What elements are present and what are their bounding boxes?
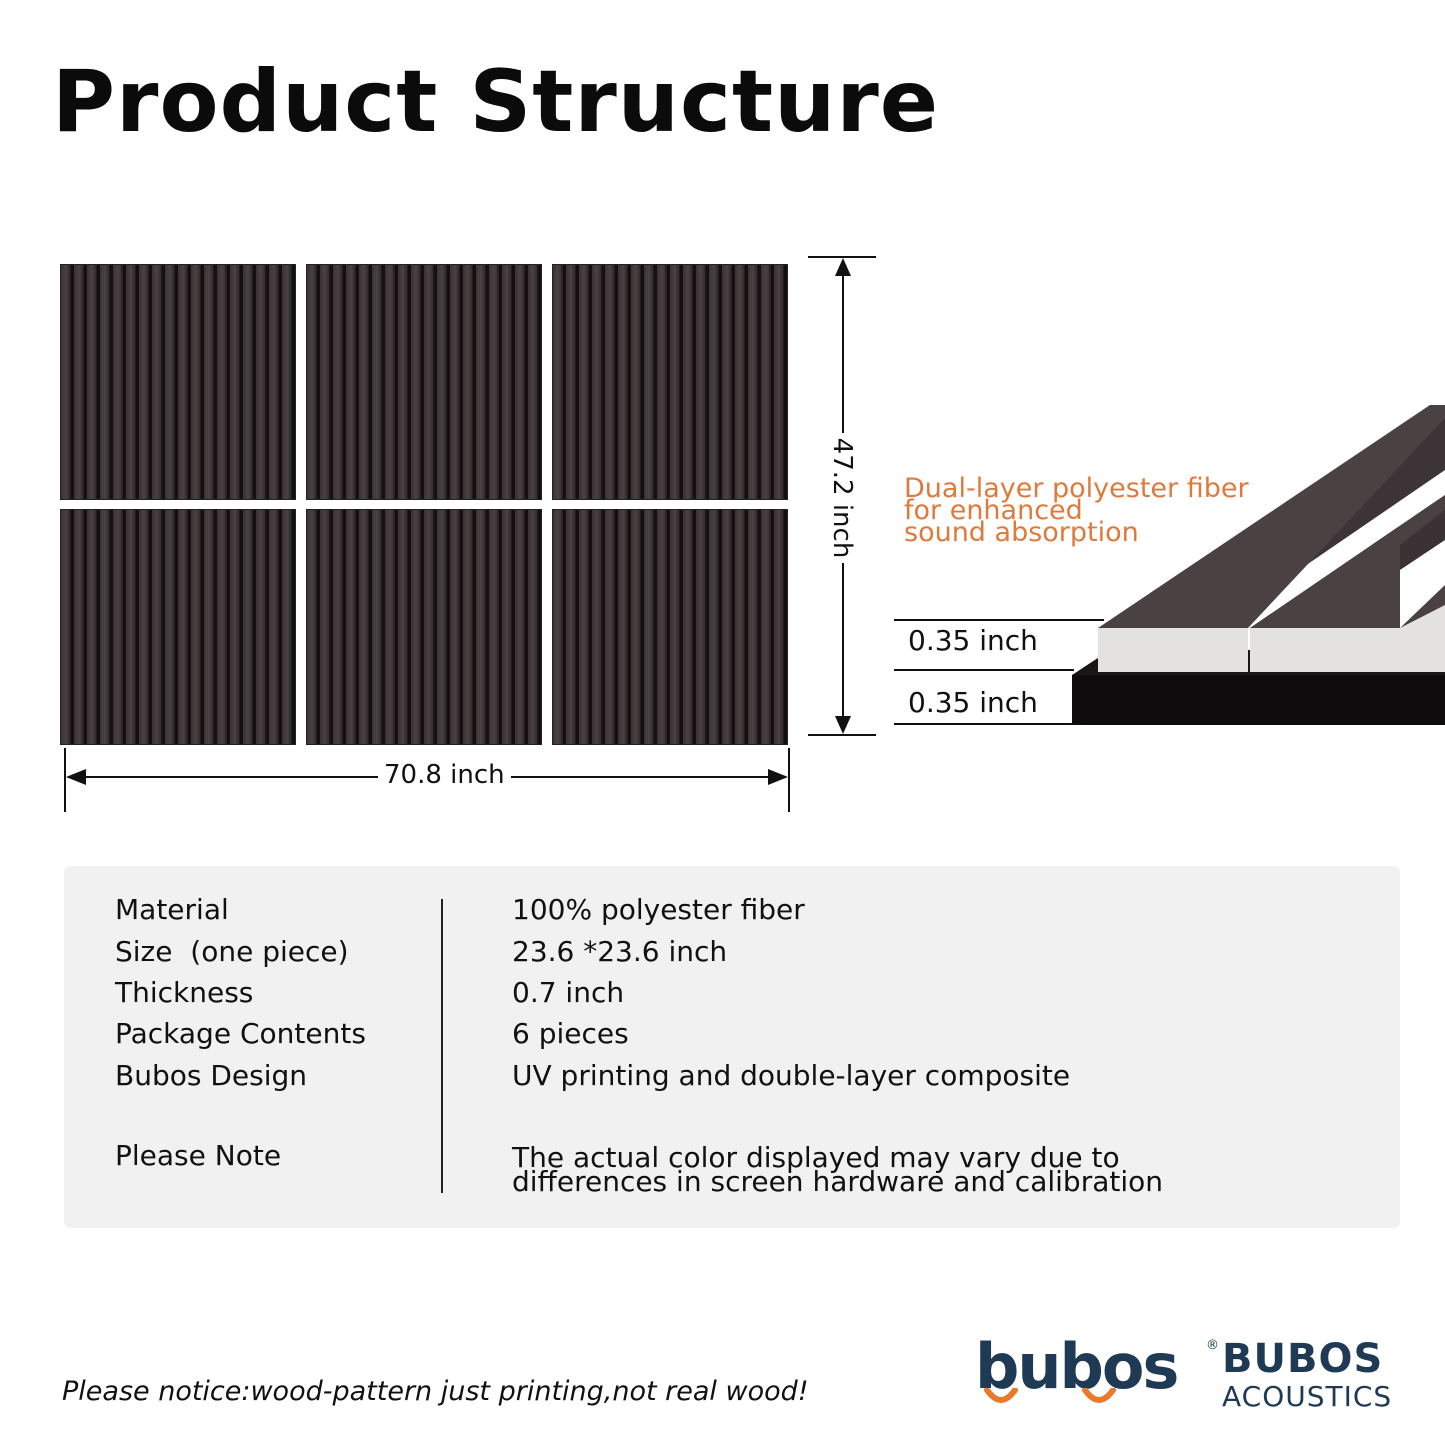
height-label: 47.2 inch [827,433,857,563]
spec-table [64,866,1400,1228]
spec-value: 100% polyester fiber [512,893,805,926]
footer-notice: Please notice:wood-pattern just printing… [62,1376,809,1407]
layer-top-label: 0.35 inch [908,624,1038,657]
spec-label: Material [115,893,229,926]
acoustic-panel [306,509,542,745]
acoustic-panel [552,509,788,745]
spec-value: 6 pieces [512,1017,629,1050]
spec-divider [441,899,443,1193]
logo-smile-icon [984,1388,1116,1403]
spec-label: Size (one piece) [115,935,349,968]
note-line: differences in screen hardware and calib… [512,1165,1163,1198]
logo-brand: BUBOS [1222,1336,1384,1382]
layer-mid-rule [894,669,1074,671]
layer-callout: Dual-layer polyester fiber for enhanced … [904,473,1304,548]
layer-top-rule [894,619,1104,621]
callout-line: for enhanced [904,495,1083,526]
layer-bottom-label: 0.35 inch [908,686,1038,719]
spec-label: Bubos Design [115,1059,308,1092]
acoustic-panel [306,264,542,500]
logo-registered: ® [1206,1338,1219,1353]
acoustic-panel [552,264,788,500]
note-text: The actual color displayed may vary due … [512,1141,1272,1198]
layer-bottom-rule [894,723,1074,725]
spec-value: UV printing and double-layer composite [512,1059,1071,1092]
spec-label: Package Contents [115,1017,366,1050]
panel-grid [60,264,788,745]
acoustic-panel [60,509,296,745]
spec-value: 23.6 *23.6 inch [512,935,728,968]
note-line: The actual color displayed may vary due … [512,1141,1120,1174]
callout-line: sound absorption [904,517,1139,548]
note-label: Please Note [115,1139,282,1172]
width-label: 70.8 inch [378,760,511,790]
acoustic-panel [60,264,296,500]
logo-wordmark: bubos [975,1330,1179,1403]
spec-value: 0.7 inch [512,976,625,1009]
callout-line: Dual-layer polyester fiber [904,473,1249,504]
page-title: Product Structure [52,52,940,152]
spec-label: Thickness [115,976,254,1009]
logo-subtitle: ACOUSTICS [1222,1380,1393,1413]
slat-cross-section [1072,405,1445,725]
